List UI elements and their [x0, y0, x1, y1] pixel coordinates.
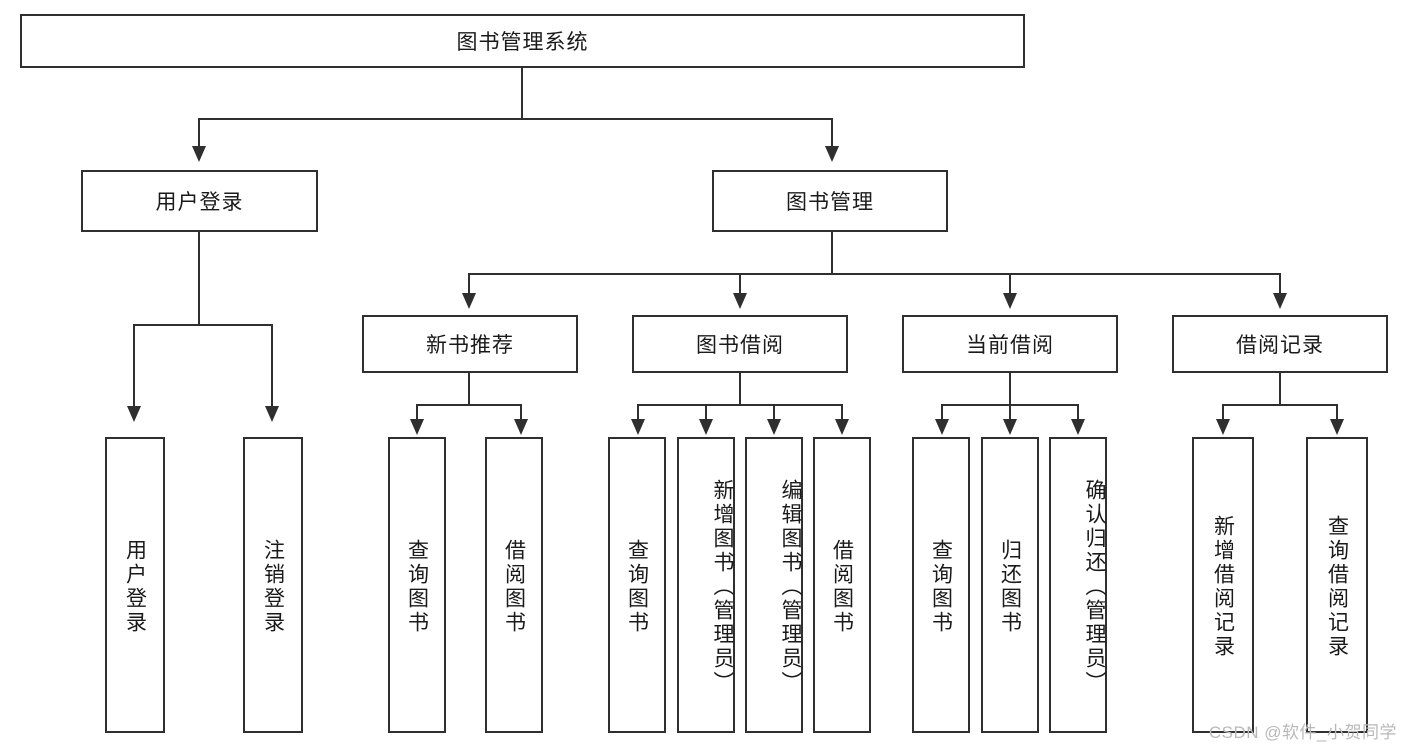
edge-user-login-to-leaf-1: [133, 324, 135, 408]
node-label: 新书推荐: [426, 334, 514, 357]
node-label: 借阅图书: [502, 539, 526, 635]
arrowhead-current-borrow-to-leaf-3: [1071, 419, 1085, 435]
edge-book-borrow-to-leaf-3: [773, 404, 775, 421]
arrowhead-new-book-recommend-to-leaf-2: [514, 419, 528, 435]
node-label: 用户登录: [123, 539, 147, 635]
edge-to-book-borrow: [739, 273, 741, 295]
edge-level3-bus: [468, 273, 1280, 275]
arrowhead-new-book-recommend-to-leaf-1: [410, 419, 424, 435]
node-label: 新增借阅记录: [1211, 515, 1235, 659]
edge-book-management-stem: [831, 232, 833, 273]
edge-new-book-recommend-stem: [468, 373, 470, 404]
arrowhead-user-login-to-leaf-2: [265, 406, 279, 422]
leaf-current-borrow-query-book[interactable]: 查询图书: [912, 437, 970, 733]
edge-book-borrow-bus: [637, 404, 843, 406]
edge-borrow-record-to-leaf-2: [1336, 404, 1338, 421]
arrowhead-root-to-user-login: [192, 146, 206, 162]
arrowhead-user-login-to-leaf-1: [127, 406, 141, 422]
arrowhead-book-borrow-to-leaf-4: [835, 419, 849, 435]
leaf-user-login-logout[interactable]: 注销登录: [243, 437, 303, 733]
node-label: 借阅图书: [830, 539, 854, 635]
leaf-book-borrow-query-book[interactable]: 查询图书: [608, 437, 666, 733]
node-label: 查询图书: [625, 539, 649, 635]
node-label: 当前借阅: [966, 334, 1054, 357]
leaf-book-borrow-edit-book-admin[interactable]: 编辑图书（管理员）: [745, 437, 803, 733]
leaf-book-borrow-borrow-book[interactable]: 借阅图书: [813, 437, 871, 733]
node-user-login[interactable]: 用户登录: [81, 170, 318, 232]
node-label: 新增图书（管理员）: [711, 479, 734, 695]
leaf-current-borrow-return-book[interactable]: 归还图书: [981, 437, 1039, 733]
edge-book-borrow-to-leaf-4: [841, 404, 843, 421]
leaf-borrow-record-add-record[interactable]: 新增借阅记录: [1192, 437, 1254, 733]
edge-borrow-record-bus: [1222, 404, 1338, 406]
node-current-borrow[interactable]: 当前借阅: [902, 315, 1118, 373]
edge-current-borrow-to-leaf-3: [1077, 404, 1079, 421]
arrowhead-book-borrow-to-leaf-2: [699, 419, 713, 435]
node-borrow-record[interactable]: 借阅记录: [1172, 315, 1388, 373]
arrowhead-book-borrow-to-leaf-3: [767, 419, 781, 435]
edge-borrow-record-stem: [1279, 373, 1281, 404]
edge-user-login-bus: [133, 324, 271, 326]
node-root-book-management-system[interactable]: 图书管理系统: [20, 14, 1025, 68]
leaf-book-borrow-add-book-admin[interactable]: 新增图书（管理员）: [677, 437, 735, 733]
arrowhead-root-to-book-management: [825, 146, 839, 162]
edge-current-borrow-to-leaf-1: [941, 404, 943, 421]
arrowhead-current-borrow-to-leaf-1: [935, 419, 949, 435]
edge-book-borrow-to-leaf-2: [705, 404, 707, 421]
edge-book-borrow-to-leaf-1: [637, 404, 639, 421]
arrowhead-to-current-borrow: [1003, 293, 1017, 309]
leaf-current-borrow-confirm-return-admin[interactable]: 确认归还（管理员）: [1049, 437, 1107, 733]
node-label: 查询图书: [929, 539, 953, 635]
leaf-new-book-query-book[interactable]: 查询图书: [388, 437, 446, 733]
node-label: 确认归还（管理员）: [1083, 479, 1106, 695]
arrowhead-book-borrow-to-leaf-1: [631, 419, 645, 435]
edge-book-borrow-stem: [739, 373, 741, 404]
edge-to-borrow-record: [1279, 273, 1281, 295]
edge-new-book-recommend-to-leaf-1: [416, 404, 418, 421]
edge-borrow-record-to-leaf-1: [1222, 404, 1224, 421]
node-label: 用户登录: [155, 191, 244, 214]
leaf-borrow-record-query-record[interactable]: 查询借阅记录: [1306, 437, 1368, 733]
node-label: 归还图书: [998, 539, 1022, 635]
leaf-user-login-login[interactable]: 用户登录: [105, 437, 165, 733]
arrowhead-to-book-borrow: [733, 293, 747, 309]
node-label: 借阅记录: [1236, 334, 1324, 357]
leaf-new-book-borrow-book[interactable]: 借阅图书: [485, 437, 543, 733]
node-label: 图书管理系统: [456, 31, 589, 54]
node-label: 图书借阅: [696, 334, 784, 357]
arrowhead-borrow-record-to-leaf-2: [1330, 419, 1344, 435]
edge-current-borrow-to-leaf-2: [1009, 404, 1011, 421]
edge-user-login-stem: [198, 232, 200, 324]
edge-current-borrow-stem: [1009, 373, 1011, 404]
edge-root-to-book-management: [831, 118, 833, 148]
node-new-book-recommend[interactable]: 新书推荐: [362, 315, 578, 373]
arrowhead-current-borrow-to-leaf-2: [1003, 419, 1017, 435]
arrowhead-to-borrow-record: [1273, 293, 1287, 309]
node-label: 查询图书: [405, 539, 429, 635]
edge-new-book-recommend-to-leaf-2: [520, 404, 522, 421]
node-label: 图书管理: [786, 191, 874, 214]
edge-user-login-to-leaf-2: [271, 324, 273, 408]
edge-root-to-user-login: [198, 118, 200, 148]
node-book-management[interactable]: 图书管理: [712, 170, 948, 232]
edge-root-bus: [198, 118, 833, 120]
csdn-watermark: CSDN @软件_小贺同学: [1208, 723, 1397, 742]
arrowhead-to-new-book-recommend: [462, 293, 476, 309]
edge-new-book-recommend-bus: [416, 404, 522, 406]
edge-to-new-book-recommend: [468, 273, 470, 295]
arrowhead-borrow-record-to-leaf-1: [1216, 419, 1230, 435]
edge-to-current-borrow: [1009, 273, 1011, 295]
node-book-borrow[interactable]: 图书借阅: [632, 315, 848, 373]
node-label: 编辑图书（管理员）: [779, 479, 802, 695]
edge-root-stem: [521, 68, 523, 118]
node-label: 注销登录: [261, 539, 285, 635]
node-label: 查询借阅记录: [1325, 515, 1349, 659]
